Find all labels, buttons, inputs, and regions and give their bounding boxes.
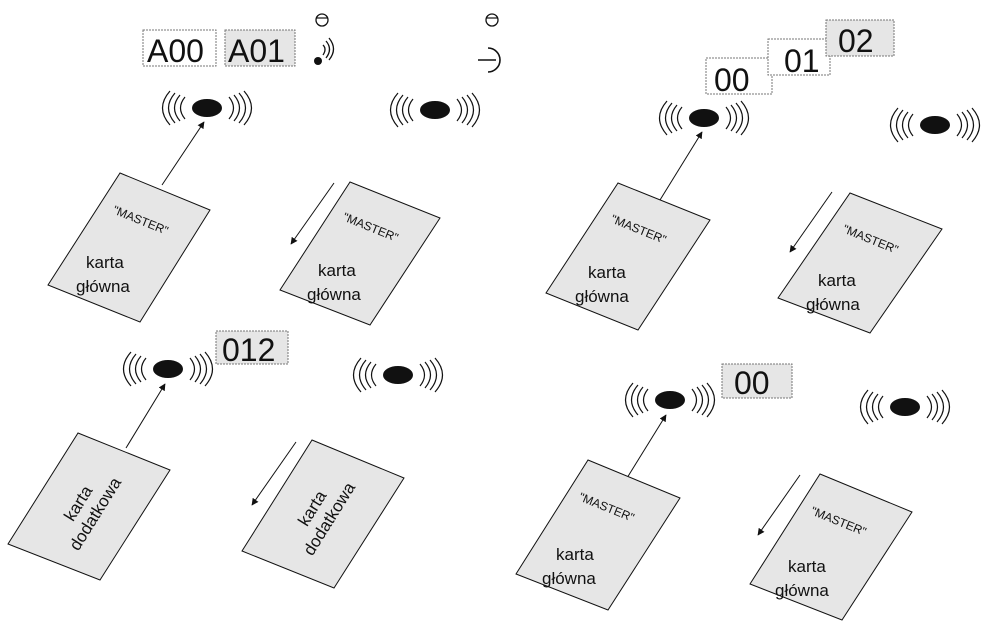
svg-text:02: 02 bbox=[838, 23, 874, 59]
reader-icon bbox=[624, 382, 716, 418]
reader-icon bbox=[859, 389, 951, 425]
master-card: "MASTER" karta główna bbox=[777, 192, 943, 334]
svg-text:karta: karta bbox=[588, 263, 626, 282]
master-card: "MASTER" karta główna bbox=[749, 473, 913, 621]
svg-text:A00: A00 bbox=[147, 33, 204, 69]
svg-text:główna: główna bbox=[542, 569, 596, 588]
lock-icon bbox=[478, 47, 501, 73]
extra-card: karta dodatkowa bbox=[241, 439, 405, 589]
svg-text:012: 012 bbox=[222, 332, 275, 368]
arrow-icon bbox=[659, 131, 703, 201]
svg-text:01: 01 bbox=[784, 43, 820, 79]
svg-text:karta: karta bbox=[318, 261, 356, 280]
arrow-icon bbox=[290, 182, 335, 245]
signal-icon bbox=[314, 37, 335, 65]
reader-icon bbox=[389, 92, 481, 128]
master-card: "MASTER" karta główna bbox=[545, 182, 711, 331]
reader-icon bbox=[122, 351, 214, 387]
led-icon bbox=[485, 13, 499, 27]
svg-text:karta: karta bbox=[788, 557, 826, 576]
svg-text:karta: karta bbox=[86, 253, 124, 272]
led-icon bbox=[315, 13, 329, 27]
svg-text:główna: główna bbox=[806, 295, 860, 314]
svg-text:główna: główna bbox=[575, 287, 629, 306]
display-00: 00 bbox=[721, 363, 793, 401]
arrow-icon bbox=[757, 474, 801, 536]
master-card: "MASTER" karta główna bbox=[279, 181, 441, 326]
reader-icon bbox=[658, 100, 750, 136]
arrow-icon bbox=[251, 441, 297, 506]
reader-icon bbox=[161, 90, 253, 126]
svg-text:karta: karta bbox=[556, 545, 594, 564]
master-card: "MASTER" karta główna bbox=[47, 172, 211, 323]
arrow-icon bbox=[125, 383, 166, 449]
arrow-icon bbox=[626, 414, 667, 479]
svg-text:główna: główna bbox=[307, 285, 361, 304]
display-02: 02 bbox=[825, 19, 895, 59]
display-a00: A00 bbox=[142, 29, 217, 69]
svg-text:00: 00 bbox=[714, 62, 750, 98]
svg-text:A01: A01 bbox=[228, 33, 285, 69]
reader-icon bbox=[352, 357, 444, 393]
extra-card: karta dodatkowa bbox=[7, 432, 171, 581]
svg-text:główna: główna bbox=[775, 581, 829, 600]
arrow-icon bbox=[161, 121, 205, 186]
display-00: 00 bbox=[705, 57, 773, 98]
svg-text:główna: główna bbox=[76, 277, 130, 296]
svg-text:00: 00 bbox=[734, 365, 770, 401]
arrow-icon bbox=[789, 191, 833, 253]
master-card: "MASTER" karta główna bbox=[515, 459, 681, 611]
display-01: 01 bbox=[767, 38, 831, 79]
display-012: 012 bbox=[215, 330, 289, 368]
display-a01: A01 bbox=[224, 29, 296, 69]
reader-icon bbox=[889, 107, 981, 143]
svg-text:karta: karta bbox=[818, 271, 856, 290]
